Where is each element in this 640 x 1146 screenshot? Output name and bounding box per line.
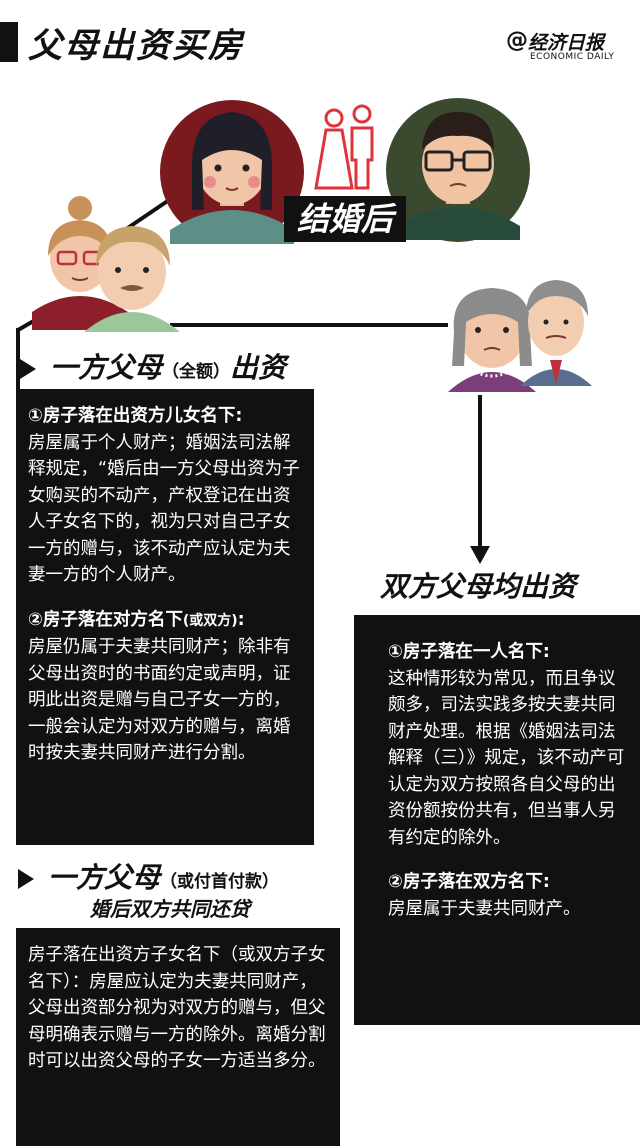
case-title: ①房子落在一人名下: — [388, 642, 550, 662]
branch-two-panel: 房子落在出资方子女名下（或双方子女名下）：房屋应认定为夫妻共同财产，父母出资部分… — [16, 928, 340, 1146]
husband-icon — [386, 98, 530, 242]
branch-one-heading: 一方父母（全额）出资 — [20, 346, 286, 386]
logo-at-sign: @ — [506, 28, 528, 53]
grandmother-icon — [448, 288, 536, 392]
wife-icon — [160, 100, 304, 244]
branch-three-panel: ①房子落在一人名下: 这种情形较为常见，而且争议颇多，司法实践多按夫妻共同财产处… — [354, 615, 640, 1025]
case-body: 房屋属于夫妻共同财产。 — [388, 898, 581, 919]
case-title: ①房子落在出资方儿女名下: — [28, 406, 243, 426]
grandfather-icon — [84, 226, 180, 332]
title-accent-bar — [0, 22, 18, 62]
marriage-label: 结婚后 — [284, 196, 406, 242]
branch-one-panel: ①房子落在出资方儿女名下: 房屋属于个人财产；婚姻法司法解释规定，“婚后由一方父… — [16, 389, 314, 845]
case-title: ②房子落在对方名下(或双方): — [28, 609, 245, 630]
play-arrow-icon — [20, 359, 36, 379]
branch-three-heading: 双方父母均出资 — [380, 570, 577, 603]
case-title: ②房子落在双方名下: — [388, 872, 550, 892]
grandfather-icon — [520, 280, 592, 386]
bride-groom-icon — [314, 104, 374, 190]
play-arrow-icon — [18, 869, 34, 889]
logo-chinese-name: 经济日报 — [528, 32, 605, 54]
logo-english-name: ECONOMIC DAILY — [530, 52, 615, 62]
down-arrowhead — [470, 546, 490, 564]
newspaper-logo: @ 经济日报 ECONOMIC DAILY — [506, 28, 630, 68]
branch-two-subheading: 婚后双方共同还贷 — [90, 897, 250, 921]
page-title: 父母出资买房 — [28, 26, 244, 66]
case-body: 这种情形较为常见，而且争议颇多，司法实践多按夫妻共同财产处理。根据《婚姻法司法解… — [388, 668, 625, 848]
branch-two-heading: 一方父母（或付首付款） — [18, 856, 279, 896]
case-body: 房屋仍属于夫妻共同财产；除非有父母出资时的书面约定或声明，证明此出资是赠与自己子… — [28, 637, 291, 763]
case-body: 房屋属于个人财产；婚姻法司法解释规定，“婚后由一方父母出资为子女购买的不动产，产… — [28, 432, 300, 586]
case-body: 房子落在出资方子女名下（或双方子女名下）：房屋应认定为夫妻共同财产，父母出资部分… — [28, 945, 326, 1071]
